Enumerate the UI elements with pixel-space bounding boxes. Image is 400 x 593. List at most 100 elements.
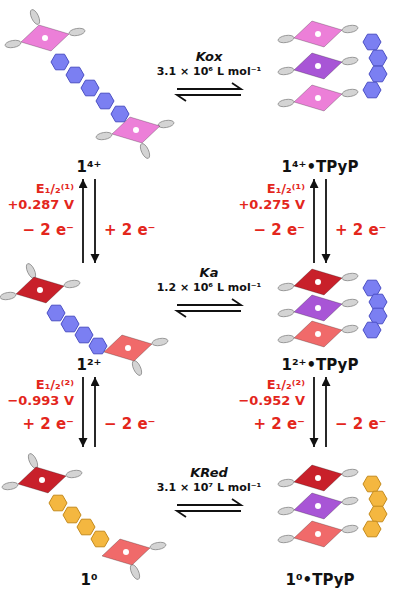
species-box: 1⁰ xyxy=(4,450,174,589)
redox-arrow xyxy=(313,179,315,263)
molecule-tetracation xyxy=(69,27,86,37)
host-guest-complex xyxy=(278,66,295,76)
potential-label: −0.952 V xyxy=(236,394,307,409)
potential-label: E₁/₂⁽¹⁾ xyxy=(34,182,76,197)
species-box: 1²⁺ xyxy=(4,266,174,374)
molecule-neutral xyxy=(77,519,95,535)
host-guest-complex xyxy=(342,56,359,66)
potential-label: E₁/₂⁽²⁾ xyxy=(34,378,76,393)
host-guest-complex xyxy=(294,493,342,519)
molecule-neutral xyxy=(18,467,66,493)
electron-transfer: − 2 e⁻ xyxy=(102,416,158,433)
molecule-tetracation xyxy=(138,142,151,159)
molecule-tetracation xyxy=(96,93,114,109)
host-guest-complex xyxy=(278,282,295,292)
molecule-tetracation xyxy=(28,8,41,25)
molecule-tetracation xyxy=(96,131,113,141)
host-guest-complex xyxy=(369,491,387,507)
electron-transfer: + 2 e⁻ xyxy=(333,222,389,239)
host-guest-complex xyxy=(369,50,387,66)
molecule-dication xyxy=(16,277,64,303)
potential-label: −0.993 V xyxy=(5,394,76,409)
host-guest-complex xyxy=(342,496,359,506)
electron-transfer: − 2 e⁻ xyxy=(20,222,76,239)
host-guest-complex xyxy=(294,21,342,47)
molecule-neutral xyxy=(49,495,67,511)
host-guest-complex xyxy=(278,334,295,344)
host-guest-complex xyxy=(363,322,381,338)
host-guest-complex xyxy=(342,24,359,34)
host-guest-complex xyxy=(342,468,359,478)
binding-constant: 3.1 × 10⁷ L mol⁻¹ xyxy=(155,482,264,495)
species-box: 1⁴⁺ xyxy=(4,4,174,176)
host-guest-complex xyxy=(278,308,295,318)
electron-transfer: − 2 e⁻ xyxy=(251,222,307,239)
molecule-dication xyxy=(75,327,93,343)
host-guest-complex xyxy=(363,280,381,296)
potential-label: E₁/₂⁽¹⁾ xyxy=(265,182,307,197)
molecule-tetracation xyxy=(158,119,175,129)
molecule-neutral xyxy=(128,563,141,580)
host-guest-complex xyxy=(369,294,387,310)
electron-transfer: + 2 e⁻ xyxy=(20,416,76,433)
electron-transfer: + 2 e⁻ xyxy=(251,416,307,433)
potential-label: +0.287 V xyxy=(5,198,76,213)
equilibrium-arrow xyxy=(177,499,241,517)
host-guest-complex xyxy=(294,269,342,295)
molecule-neutral xyxy=(63,507,81,523)
host-guest-complex xyxy=(278,534,295,544)
species-label: 1⁰•TPyP xyxy=(286,571,355,589)
binding-constant: 3.1 × 10⁶ L mol⁻¹ xyxy=(155,66,264,79)
molecule-neutral xyxy=(91,531,109,547)
host-guest-complex xyxy=(278,21,387,111)
molecule-dication xyxy=(64,279,81,289)
host-guest-complex xyxy=(294,53,342,79)
species-label: 1⁰ xyxy=(80,571,97,589)
species-label: 1⁴⁺ xyxy=(77,158,102,176)
species-label: 1²⁺ xyxy=(77,356,102,374)
redox-arrow xyxy=(94,179,96,263)
host-guest-complex xyxy=(278,465,387,547)
host-guest-complex xyxy=(363,34,381,50)
electron-transfer: + 2 e⁻ xyxy=(102,222,158,239)
molecule-neutral xyxy=(102,539,150,565)
molecule-dication xyxy=(130,359,143,376)
host-guest-complex xyxy=(278,269,387,347)
species-label: 1²⁺•TPyP xyxy=(282,356,359,374)
redox-arrow xyxy=(94,377,96,447)
host-guest-complex xyxy=(294,465,342,491)
species-box: 1⁰•TPyP xyxy=(244,450,396,589)
molecule-dication xyxy=(61,316,79,332)
redox-arrow xyxy=(82,377,84,447)
constant-symbol: Ka xyxy=(198,266,221,281)
equilibrium-arrow xyxy=(177,299,241,317)
equilibrium-arrow xyxy=(177,83,241,101)
molecule-tetracation xyxy=(5,8,175,159)
host-guest-complex xyxy=(363,476,381,492)
redox-arrow xyxy=(82,179,84,263)
molecule-tetracation xyxy=(81,80,99,96)
host-guest-complex xyxy=(294,85,342,111)
species-box: 1⁴⁺•TPyP xyxy=(244,4,396,176)
host-guest-complex xyxy=(342,298,359,308)
molecule-tetracation xyxy=(51,54,69,70)
potential-label: +0.275 V xyxy=(236,198,307,213)
molecule-tetracation xyxy=(66,67,84,83)
molecule-dication xyxy=(0,291,16,301)
host-guest-complex xyxy=(278,34,295,44)
molecule-tetracation xyxy=(111,106,129,122)
host-guest-complex xyxy=(278,478,295,488)
host-guest-complex xyxy=(363,521,381,537)
host-guest-complex xyxy=(278,506,295,516)
molecule-dication xyxy=(47,305,65,321)
molecule-neutral xyxy=(66,469,83,479)
host-guest-complex xyxy=(342,324,359,334)
host-guest-complex xyxy=(278,98,295,108)
redox-arrow xyxy=(325,179,327,263)
host-guest-complex xyxy=(342,88,359,98)
binding-constant: 1.2 × 10⁶ L mol⁻¹ xyxy=(155,282,264,295)
host-guest-complex xyxy=(369,506,387,522)
host-guest-complex xyxy=(342,524,359,534)
host-guest-complex xyxy=(294,295,342,321)
molecule-tetracation xyxy=(21,25,69,51)
